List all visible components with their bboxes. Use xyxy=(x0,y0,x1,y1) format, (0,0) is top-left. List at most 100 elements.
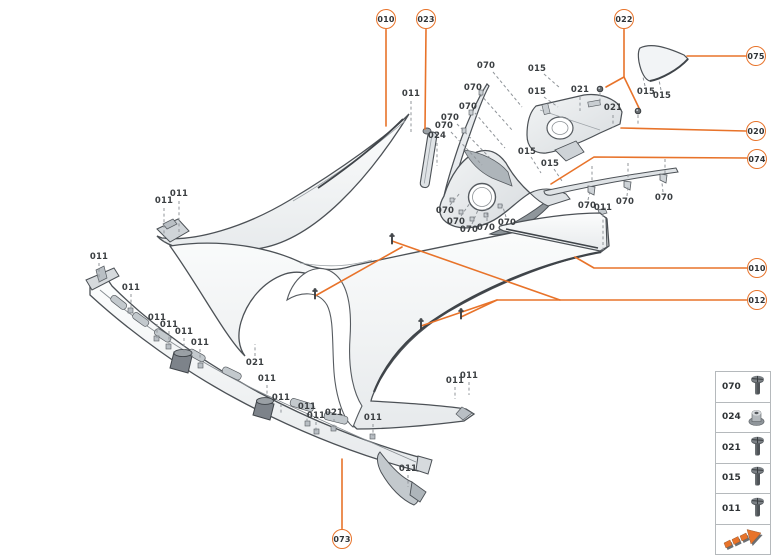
callout-balloon-073[interactable]: 073 xyxy=(332,529,352,549)
callout-balloon-075[interactable]: 075 xyxy=(746,46,766,66)
callout-line xyxy=(391,240,561,301)
part-number-label: 011 xyxy=(445,375,465,386)
part-number-label: 070 xyxy=(497,217,517,228)
part-number-label: 011 xyxy=(89,251,109,262)
part-number-label: 011 xyxy=(363,412,383,423)
part-number-label: 015 xyxy=(527,86,547,97)
callout-line xyxy=(623,76,640,109)
screw-fastener xyxy=(458,308,464,320)
part-number-label: 011 xyxy=(159,319,179,330)
upper-right-arm xyxy=(488,189,561,236)
legend-row-011: 011 xyxy=(716,494,770,525)
leader-line xyxy=(474,112,506,149)
leader-line xyxy=(530,156,542,174)
part-number-label: 024 xyxy=(427,130,447,141)
callout-balloon-012[interactable]: 012 xyxy=(747,290,767,310)
part-number-label: 070 xyxy=(577,200,597,211)
leader-line xyxy=(587,190,591,201)
wellnut-icon xyxy=(748,410,765,427)
leader-line xyxy=(456,123,491,159)
part-number-label: 011 xyxy=(257,373,277,384)
part-number-label: 070 xyxy=(435,205,455,216)
legend-part-number: 024 xyxy=(722,412,741,423)
callout-balloon-010[interactable]: 010 xyxy=(376,9,396,29)
callout-line xyxy=(574,256,748,269)
fastener-legend: 070 024 021 015 011 xyxy=(715,371,771,555)
part-number-label: 011 xyxy=(154,195,174,206)
mounting-bracket-020 xyxy=(526,93,623,162)
part-number-label: 011 xyxy=(271,392,291,403)
leader-line xyxy=(658,79,662,91)
leader-line xyxy=(501,203,507,218)
legend-part-number: 070 xyxy=(722,381,741,392)
screw-fastener xyxy=(418,318,424,330)
part-number-label: 070 xyxy=(458,101,478,112)
part-number-label: 021 xyxy=(324,407,344,418)
leader-line xyxy=(661,182,664,193)
part-number-label: 015 xyxy=(636,86,656,97)
callout-balloon-020[interactable]: 020 xyxy=(746,121,766,141)
screw-fastener xyxy=(312,288,318,300)
part-number-label: 021 xyxy=(603,102,623,113)
left-wing-panel xyxy=(156,113,410,254)
part-number-label: 070 xyxy=(446,216,466,227)
leader-line xyxy=(492,71,523,108)
screw-icon xyxy=(751,497,764,517)
windscreen-trim-074 xyxy=(543,167,679,196)
trim-strip-023 xyxy=(419,131,438,189)
legend-row-070: 070 xyxy=(716,372,770,403)
rubber-grommet xyxy=(252,397,275,421)
callout-balloon-023[interactable]: 023 xyxy=(416,9,436,29)
part-number-label: 070 xyxy=(476,60,496,71)
right-wing-panel xyxy=(498,212,608,252)
part-number-label: 021 xyxy=(570,84,590,95)
rail-end-strap xyxy=(377,451,427,506)
callout-line xyxy=(314,246,403,297)
legend-row-direction-arrow xyxy=(716,525,770,555)
screw-icon xyxy=(751,375,764,395)
legend-part-number: 011 xyxy=(722,503,741,514)
screw-icon xyxy=(751,467,764,486)
part-number-label: 070 xyxy=(463,82,483,93)
cover-panel-075 xyxy=(637,45,689,82)
callout-balloon-074[interactable]: 074 xyxy=(747,149,767,169)
center-panel xyxy=(168,207,610,430)
part-number-label: 015 xyxy=(652,90,672,101)
part-number-label: 070 xyxy=(459,224,479,235)
part-number-label: 011 xyxy=(306,410,326,421)
callout-balloon-022[interactable]: 022 xyxy=(614,9,634,29)
part-number-label: 070 xyxy=(476,222,496,233)
part-number-label: 015 xyxy=(540,158,560,169)
part-number-label: 070 xyxy=(434,120,454,131)
leader-line xyxy=(471,209,479,225)
part-number-label: 011 xyxy=(174,326,194,337)
callout-line xyxy=(605,28,625,88)
part-number-label: 011 xyxy=(147,312,167,323)
callout-line xyxy=(460,299,748,318)
part-number-label: 021 xyxy=(245,357,265,368)
screw-icon xyxy=(751,436,764,456)
callout-line xyxy=(550,156,748,185)
callout-line xyxy=(420,299,498,327)
part-number-label: 070 xyxy=(440,112,460,123)
support-rail-073 xyxy=(85,265,433,506)
part-number-label: 011 xyxy=(297,401,317,412)
leader-line xyxy=(450,131,483,166)
part-number-label: 011 xyxy=(121,282,141,293)
part-number-label: 011 xyxy=(459,370,479,381)
callout-line xyxy=(620,127,747,132)
rivet-fastener xyxy=(596,85,604,93)
part-number-label: 015 xyxy=(527,63,547,74)
part-number-label: 070 xyxy=(654,192,674,203)
leader-line xyxy=(449,192,461,206)
rubber-grommet xyxy=(169,348,193,374)
part-number-label: 011 xyxy=(169,188,189,199)
rivet-fastener xyxy=(634,107,642,115)
direction-arrow-icon xyxy=(723,529,763,551)
headlight-mask xyxy=(439,83,571,229)
legend-row-024: 024 xyxy=(716,403,770,433)
legend-row-021: 021 xyxy=(716,433,770,464)
callout-balloon-010[interactable]: 010 xyxy=(747,258,767,278)
